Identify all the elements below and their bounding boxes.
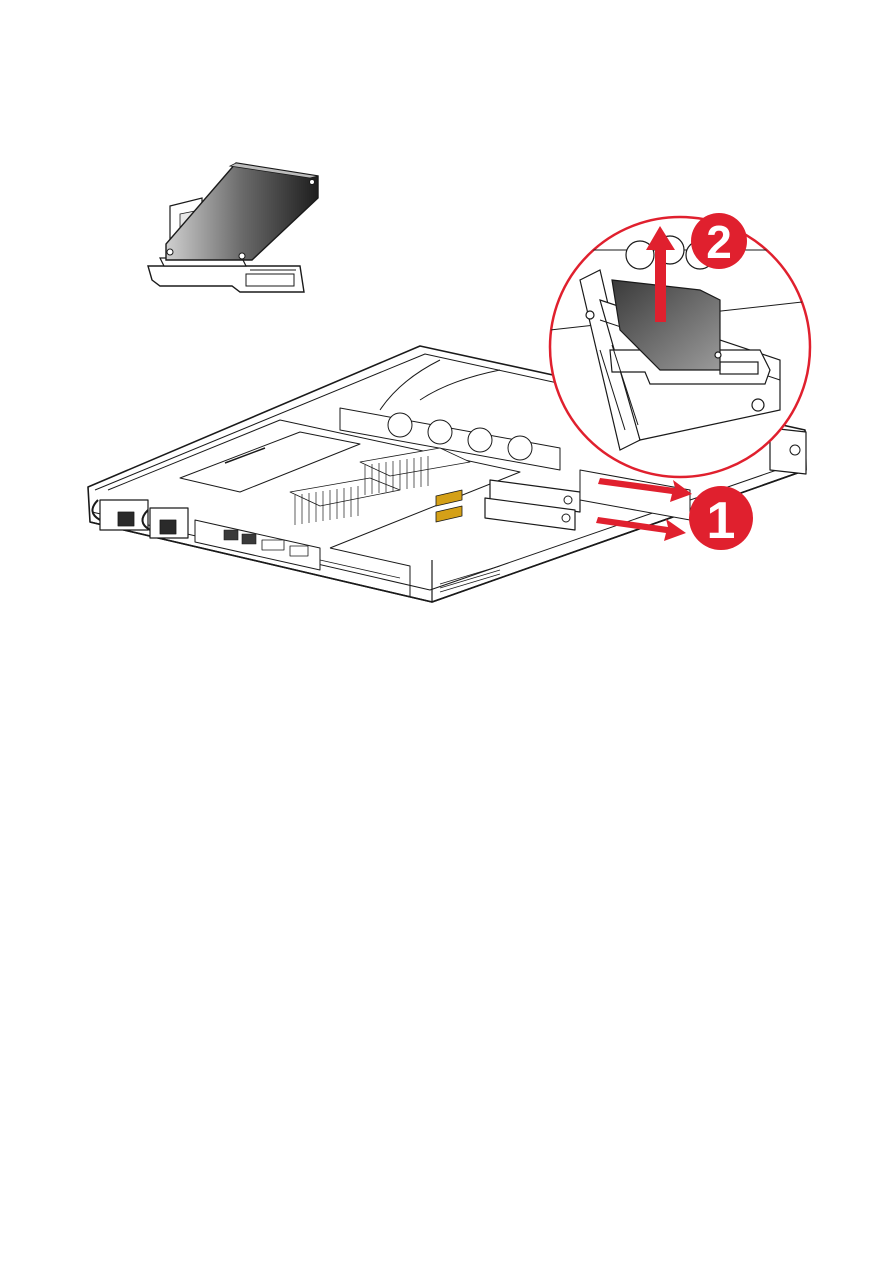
- step-2-number: 2: [706, 216, 732, 268]
- step-2-callout: 2: [691, 213, 747, 269]
- riser-card-illustration: [148, 163, 318, 292]
- step-1-callout: 1: [689, 486, 753, 550]
- step-1-number: 1: [707, 492, 736, 550]
